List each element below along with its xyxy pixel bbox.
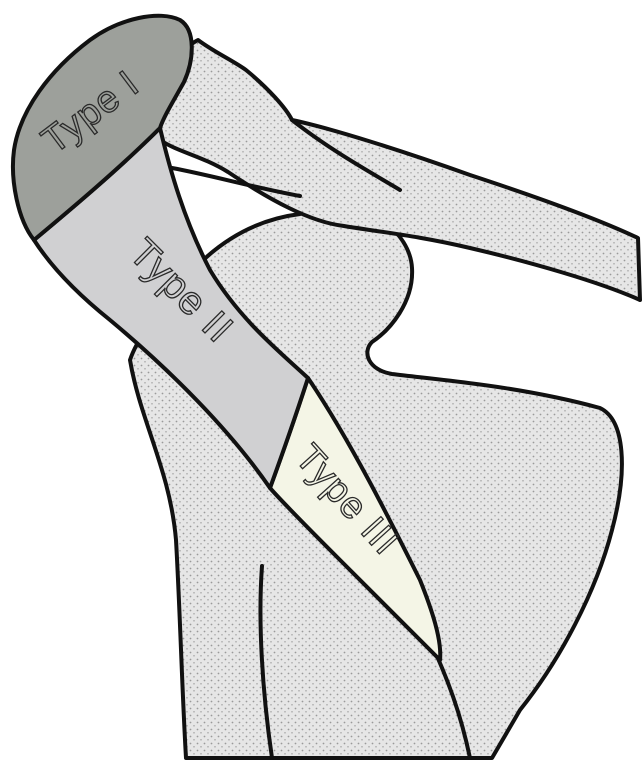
scapula-diagram: Type I Type II Type III	[0, 0, 642, 762]
diagram-canvas: Type I Type II Type III	[0, 0, 642, 762]
